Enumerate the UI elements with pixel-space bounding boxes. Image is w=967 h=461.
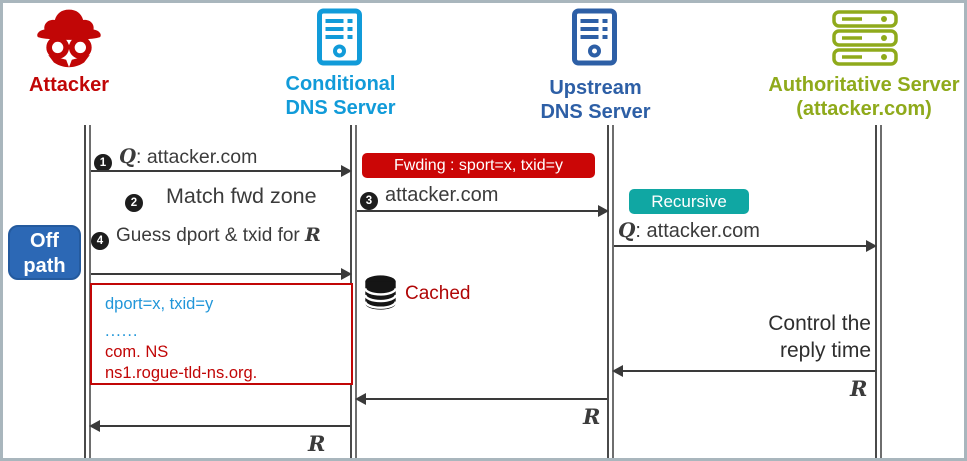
upstream-dns-server-icon <box>571 8 618 66</box>
arrow-upstream-to-authoritative <box>614 240 877 252</box>
recursive-query-label: Q: attacker.com <box>618 218 760 242</box>
arrow-attacker-spoof-to-conditional <box>91 268 352 280</box>
reply-r-authoritative: R <box>850 376 868 401</box>
control-reply-time-note: Control the reply time <box>768 312 871 362</box>
step1-number-badge: 1 <box>94 154 112 172</box>
authoritative-server-rack-icon <box>832 10 898 66</box>
conditional-dns-label: Conditional DNS Server <box>285 73 396 119</box>
arrowhead-right-icon <box>341 165 352 177</box>
arrowhead-left-icon <box>89 420 100 432</box>
upstream-lifeline <box>607 125 614 458</box>
arrowhead-left-icon <box>612 365 623 377</box>
off-path-badge: Off path <box>8 225 81 280</box>
arrowhead-left-icon <box>355 393 366 405</box>
arrowhead-right-icon <box>866 240 877 252</box>
upstream-dns-label: Upstream DNS Server <box>540 77 651 123</box>
fwding-sport-txid-badge: Fwding : sport=x, txid=y <box>362 153 595 178</box>
conditional-dns-server-icon <box>316 8 363 66</box>
database-icon <box>362 274 399 312</box>
payload-rogue-ns: ns1.rogue-tld-ns.org. <box>105 364 258 382</box>
authoritative-lifeline <box>875 125 882 458</box>
arrow-conditional-reply-to-attacker <box>89 420 350 432</box>
payload-ellipsis: ...... <box>105 322 139 340</box>
arrow-authoritative-reply-to-upstream <box>612 365 875 377</box>
reply-r-upstream: R <box>583 404 601 429</box>
payload-dport-txid: dport=x, txid=y <box>105 295 214 313</box>
step2-number-badge: 2 <box>125 194 143 212</box>
reply-r-conditional: R <box>308 431 326 456</box>
attacker-spy-icon <box>35 7 103 69</box>
spoofed-reply-payload-box: dport=x, txid=y ...... com. NS ns1.rogue… <box>90 283 353 385</box>
step4-number-badge: 4 <box>91 232 109 250</box>
arrowhead-right-icon <box>598 205 609 217</box>
arrow-attacker-to-conditional <box>91 165 352 177</box>
payload-com-ns: com. NS <box>105 343 169 361</box>
arrowhead-right-icon <box>341 268 352 280</box>
attacker-label: Attacker <box>28 74 110 96</box>
recursive-badge: Recursive <box>629 189 749 214</box>
arrow-conditional-to-upstream <box>357 205 609 217</box>
step3-number-badge: 3 <box>360 192 378 210</box>
authoritative-server-label: Authoritative Server (attacker.com) <box>768 74 960 120</box>
cached-label: Cached <box>405 283 471 304</box>
arrow-upstream-reply-to-conditional <box>355 393 607 405</box>
